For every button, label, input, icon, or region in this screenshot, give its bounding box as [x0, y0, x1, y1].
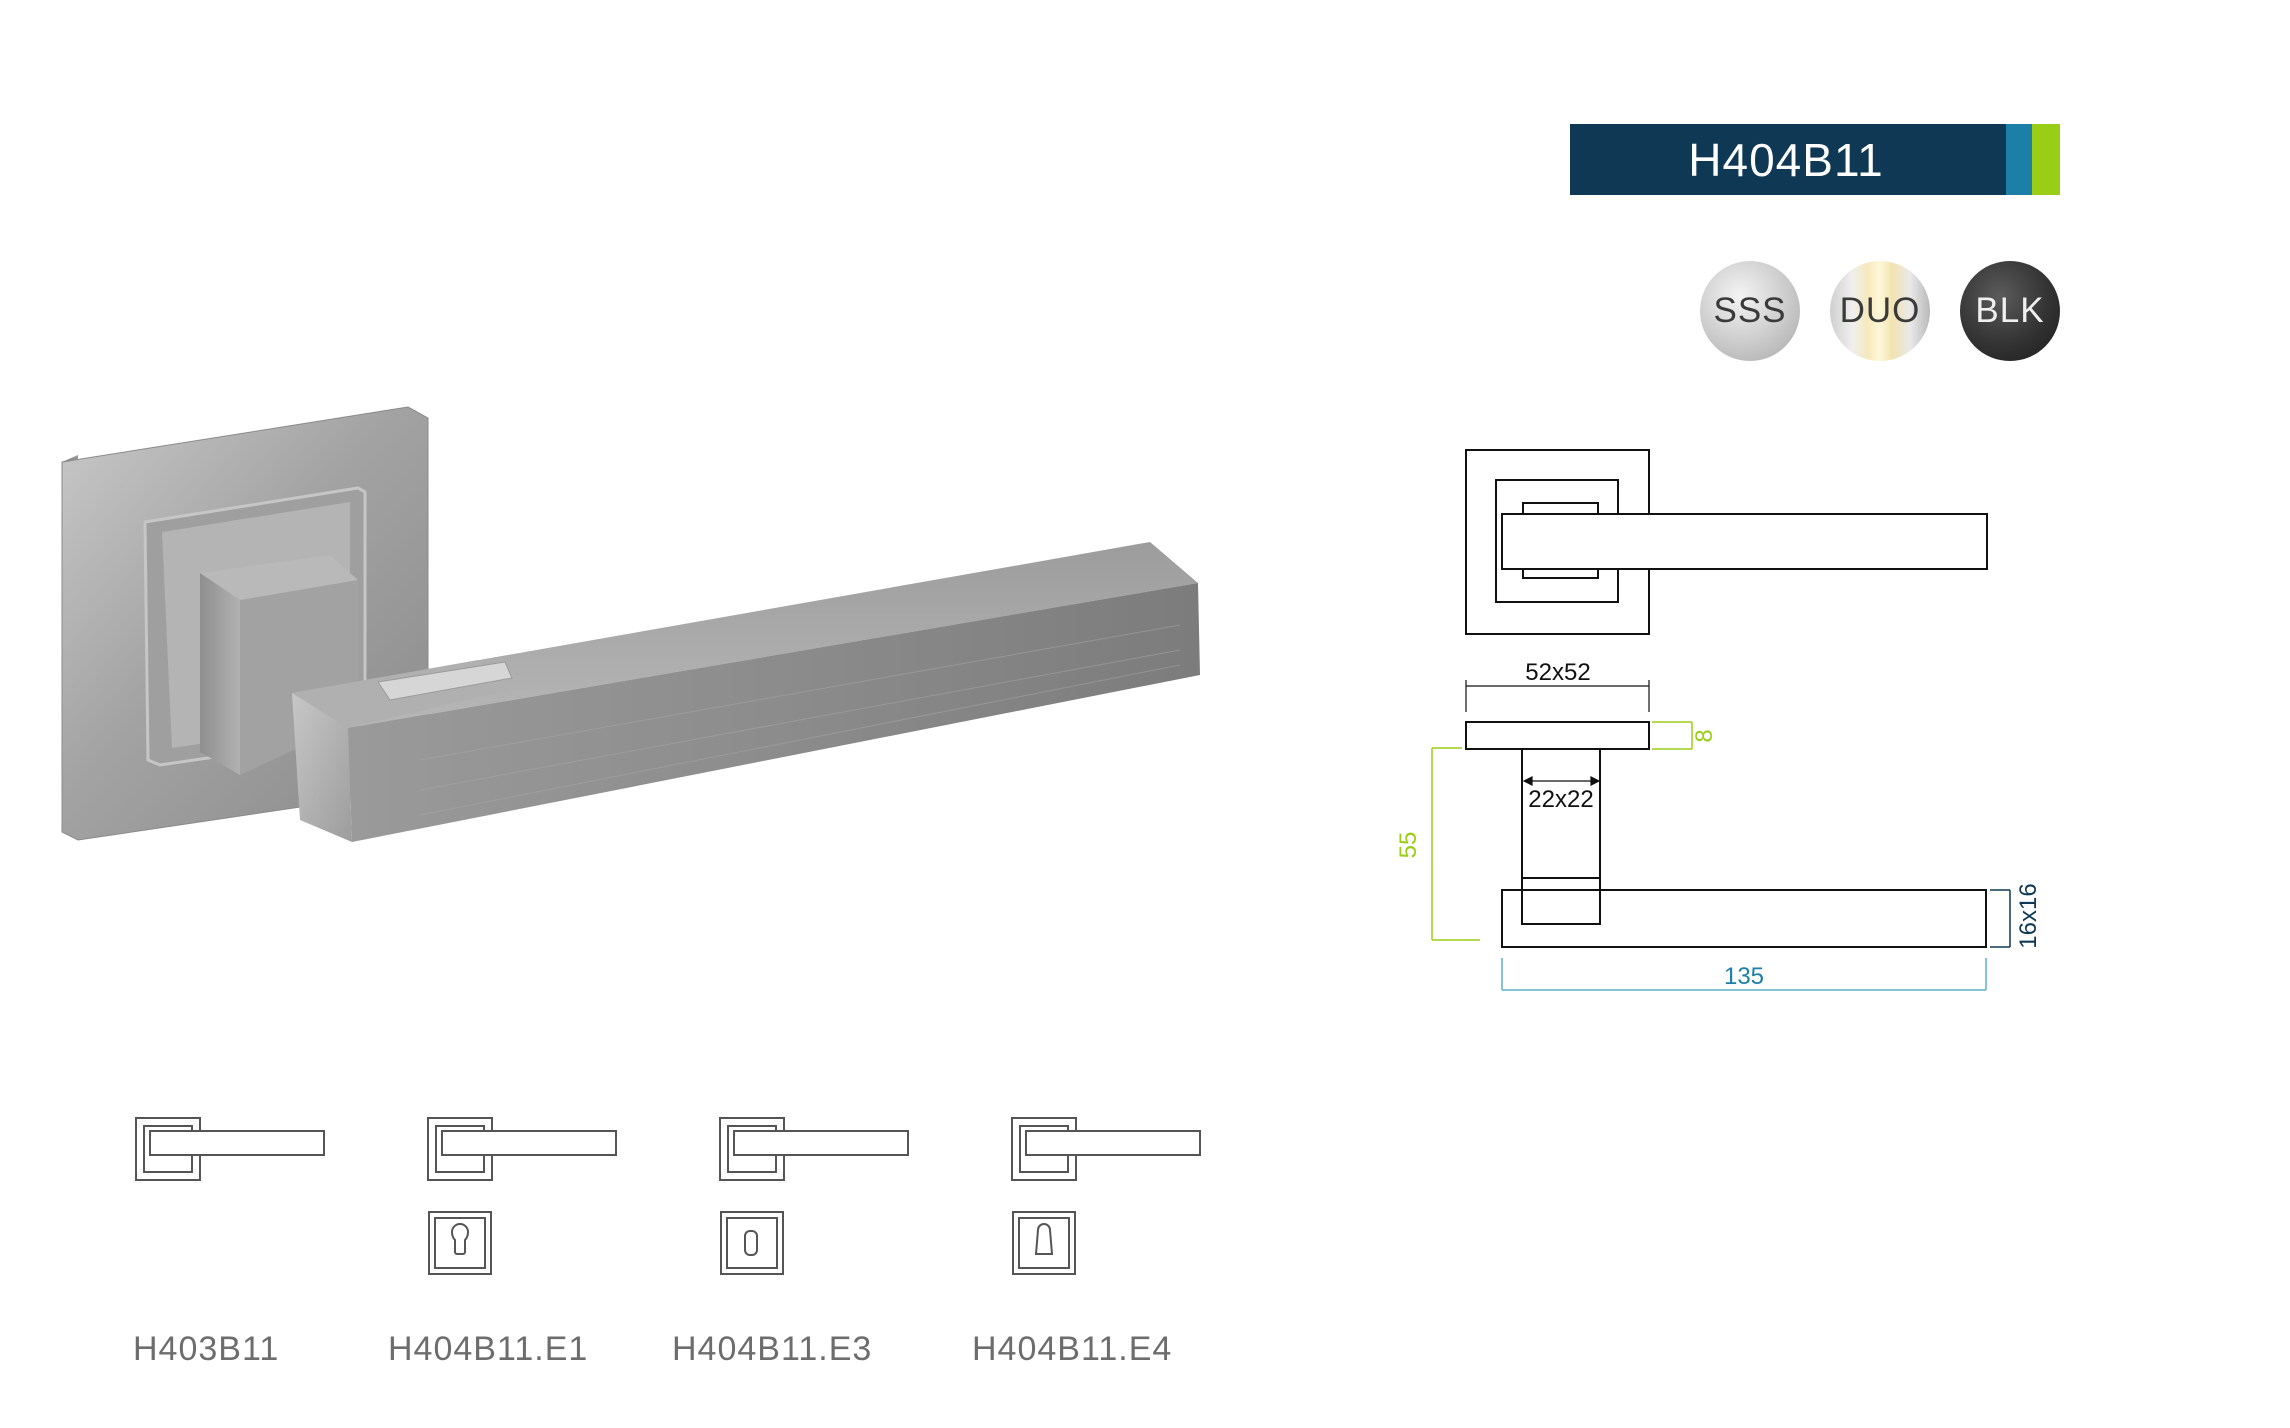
drawing-side-neck-overlay: [1521, 877, 1601, 925]
drawing-side-lever: [1501, 889, 1987, 948]
variant-icons: [135, 1117, 1201, 1275]
variant-label-e4: H404B11.E4: [972, 1330, 1173, 1368]
finish-swatch-duo: DUO: [1830, 261, 1930, 361]
title-accent-blue: [2006, 124, 2032, 195]
variant-label-e3: H404B11.E3: [672, 1330, 873, 1368]
variant-e1-lever-icon: [427, 1117, 617, 1181]
variant-e1-escutcheon-icon: [428, 1211, 492, 1275]
profile-cylinder-keyhole-icon: [450, 1223, 470, 1255]
dim-height: 55: [1395, 832, 1422, 859]
variant-label-h403b11: H403B11: [133, 1330, 280, 1368]
product-code: H404B11: [1688, 133, 1884, 186]
drawing-side-rose: [1465, 721, 1650, 750]
dim-lever-length: 135: [1724, 963, 1764, 990]
title-accent-green: [2032, 124, 2060, 195]
neck-top: [200, 555, 358, 600]
lever-top: [292, 542, 1198, 728]
lever-end-cap-face: [292, 693, 352, 842]
variant-label-e1: H404B11.E1: [388, 1330, 589, 1368]
lever-front: [348, 583, 1200, 842]
finish-swatch-blk: BLK: [1960, 261, 2060, 361]
dim-rose: 52x52: [1525, 659, 1590, 686]
technical-drawing: 52x52 8 22x22 55 16x16 135: [1395, 449, 2042, 991]
dim-rose-thickness: 8: [1691, 729, 1718, 742]
neck-front: [200, 573, 240, 775]
variant-e4-lever-icon: [1011, 1117, 1201, 1181]
finish-swatch-sss: SSS: [1700, 261, 1800, 361]
variant-e3-lever-icon: [719, 1117, 909, 1181]
product-photo: [61, 406, 1200, 842]
product-title-bar: H404B11: [1570, 124, 2060, 195]
lever-clip: [377, 661, 513, 701]
bathroom-turn-icon: [744, 1230, 758, 1256]
dim-neck: 22x22: [1528, 786, 1593, 813]
dim-lever-section: 16x16: [2015, 883, 2042, 948]
variant-e3-escutcheon-icon: [720, 1211, 784, 1275]
variant-e4-escutcheon-icon: [1012, 1211, 1076, 1275]
key-hole-icon: [1034, 1223, 1054, 1255]
drawing-top-lever: [1501, 513, 1988, 570]
variant-h403b11-lever-icon: [135, 1117, 325, 1181]
